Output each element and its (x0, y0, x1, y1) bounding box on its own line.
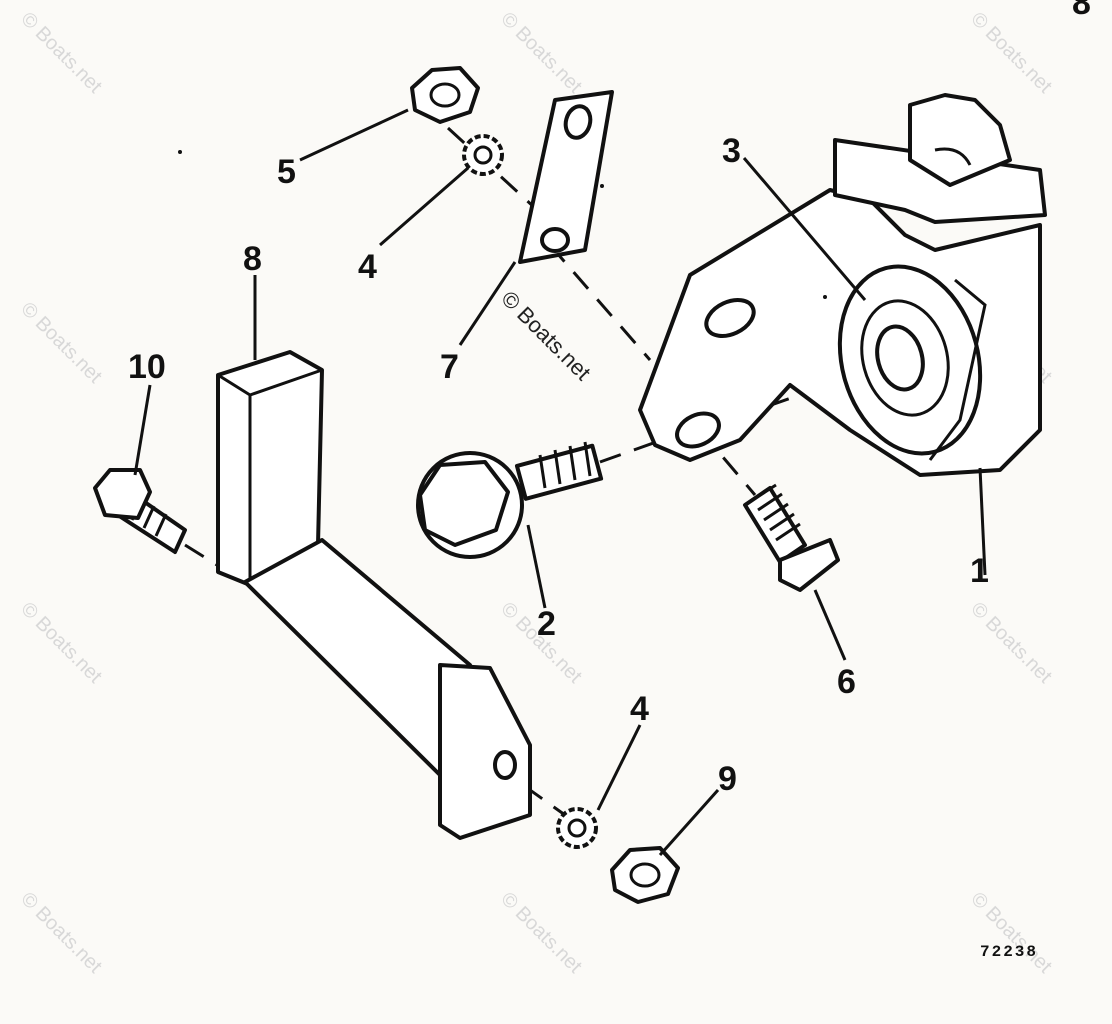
corner-fragment: 8 (1072, 0, 1091, 22)
callout-10: 10 (128, 348, 166, 386)
callouts: 1 2 3 4 4 5 6 7 8 9 10 8 (128, 0, 1091, 798)
part-4-lock-washer-bottom (556, 807, 598, 849)
part-7-link-plate (518, 90, 614, 264)
callout-7: 7 (440, 348, 459, 386)
callout-3: 3 (722, 132, 741, 170)
part-1-bracket (638, 93, 1047, 477)
callout-4: 4 (358, 248, 377, 286)
speck (178, 150, 182, 154)
speck (600, 184, 604, 188)
callout-2: 2 (537, 605, 556, 643)
callout-8: 8 (243, 240, 262, 278)
callout-1: 1 (970, 552, 989, 590)
part-6-thumb-screw (743, 483, 840, 592)
watermark: © Boats.net (16, 888, 106, 978)
leader-lines (133, 108, 987, 856)
watermark: © Boats.net (496, 888, 586, 978)
watermark: © Boats.net (966, 8, 1056, 98)
part-8-lever (216, 350, 532, 840)
speck (823, 295, 827, 299)
callout-6: 6 (837, 663, 856, 701)
part-4-lock-washer-top (462, 134, 504, 176)
watermark: © Boats.net (16, 8, 106, 98)
watermark-center: © Boats.net (496, 286, 595, 385)
part-2-shoulder-bolt (416, 441, 604, 559)
watermark: © Boats.net (966, 888, 1056, 978)
callout-4: 4 (630, 690, 649, 728)
drawing-number: 72238 (980, 943, 1038, 961)
callout-5: 5 (277, 153, 296, 191)
watermark: © Boats.net (496, 8, 586, 98)
part-9-nut (610, 846, 680, 904)
watermark: © Boats.net (16, 298, 106, 388)
part-10-screw (93, 468, 187, 554)
watermark: © Boats.net (966, 598, 1056, 688)
callout-9: 9 (718, 760, 737, 798)
watermark: © Boats.net (16, 598, 106, 688)
part-5-nut (410, 66, 480, 124)
